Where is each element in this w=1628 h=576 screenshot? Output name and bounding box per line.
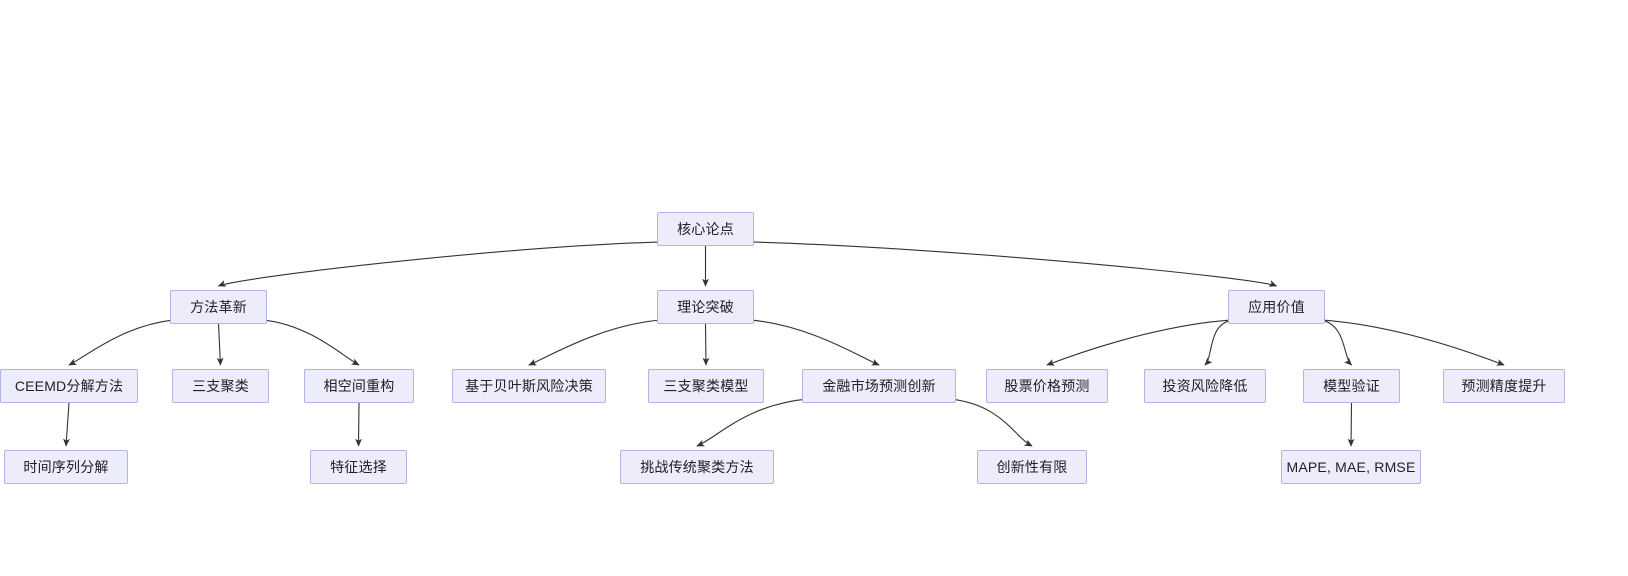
edge-theory-to-bayes xyxy=(528,319,661,366)
edge-phase-to-feature xyxy=(355,402,362,447)
node-label-root: 核心论点 xyxy=(677,221,734,237)
edge-method-to-ceemd xyxy=(68,319,174,366)
node-label-metrics: MAPE, MAE, RMSE xyxy=(1286,459,1416,475)
node-phase[interactable]: 相空间重构 xyxy=(304,369,414,403)
node-label-challenge: 挑战传统聚类方法 xyxy=(640,459,754,475)
node-accuracy[interactable]: 预测精度提升 xyxy=(1443,369,1565,403)
edge-apply-to-accuracy xyxy=(1321,319,1505,366)
node-label-threeway: 三支聚类 xyxy=(192,378,249,394)
node-label-limited: 创新性有限 xyxy=(996,459,1068,475)
edge-root-to-method xyxy=(217,241,661,287)
node-label-method: 方法革新 xyxy=(190,299,247,315)
node-label-accuracy: 预测精度提升 xyxy=(1461,378,1547,394)
edge-ceemd-to-tsdecomp xyxy=(63,402,70,447)
edge-apply-to-validate xyxy=(1321,319,1353,366)
node-threeway[interactable]: 三支聚类 xyxy=(172,369,269,403)
node-label-validate: 模型验证 xyxy=(1323,378,1380,394)
node-label-stock: 股票价格预测 xyxy=(1004,378,1090,394)
node-label-feature: 特征选择 xyxy=(330,459,387,475)
edge-finmarket-to-challenge xyxy=(696,398,809,447)
node-label-ceemd: CEEMD分解方法 xyxy=(14,378,124,394)
node-label-risk: 投资风险降低 xyxy=(1162,378,1248,394)
edge-theory-to-finmarket xyxy=(750,319,880,366)
edge-apply-to-stock xyxy=(1046,319,1232,366)
node-bayes[interactable]: 基于贝叶斯风险决策 xyxy=(452,369,606,403)
node-tsdecomp[interactable]: 时间序列分解 xyxy=(4,450,128,484)
node-validate[interactable]: 模型验证 xyxy=(1303,369,1400,403)
node-theory[interactable]: 理论突破 xyxy=(657,290,754,324)
node-label-twmodel: 三支聚类模型 xyxy=(663,378,749,394)
node-limited[interactable]: 创新性有限 xyxy=(977,450,1087,484)
edge-paths xyxy=(63,241,1505,447)
edge-theory-to-twmodel xyxy=(702,323,710,366)
node-challenge[interactable]: 挑战传统聚类方法 xyxy=(620,450,774,484)
node-label-apply: 应用价值 xyxy=(1248,299,1305,315)
edge-method-to-threeway xyxy=(216,323,224,366)
edge-method-to-phase xyxy=(263,319,360,366)
edge-finmarket-to-limited xyxy=(949,398,1033,447)
node-apply[interactable]: 应用价值 xyxy=(1228,290,1325,324)
node-risk[interactable]: 投资风险降低 xyxy=(1144,369,1266,403)
edge-apply-to-risk xyxy=(1204,319,1233,366)
node-metrics[interactable]: MAPE, MAE, RMSE xyxy=(1281,450,1421,484)
node-feature[interactable]: 特征选择 xyxy=(310,450,407,484)
node-label-phase: 相空间重构 xyxy=(323,378,395,394)
node-label-theory: 理论突破 xyxy=(677,299,734,315)
edge-root-to-apply xyxy=(750,241,1278,287)
node-stock[interactable]: 股票价格预测 xyxy=(986,369,1108,403)
node-root[interactable]: 核心论点 xyxy=(657,212,754,246)
node-ceemd[interactable]: CEEMD分解方法 xyxy=(0,369,138,403)
node-label-tsdecomp: 时间序列分解 xyxy=(23,459,109,475)
node-twmodel[interactable]: 三支聚类模型 xyxy=(648,369,764,403)
node-label-bayes: 基于贝叶斯风险决策 xyxy=(465,378,593,394)
node-method[interactable]: 方法革新 xyxy=(170,290,267,324)
edge-validate-to-metrics xyxy=(1347,402,1355,447)
node-finmarket[interactable]: 金融市场预测创新 xyxy=(802,369,956,403)
node-label-finmarket: 金融市场预测创新 xyxy=(822,378,936,394)
